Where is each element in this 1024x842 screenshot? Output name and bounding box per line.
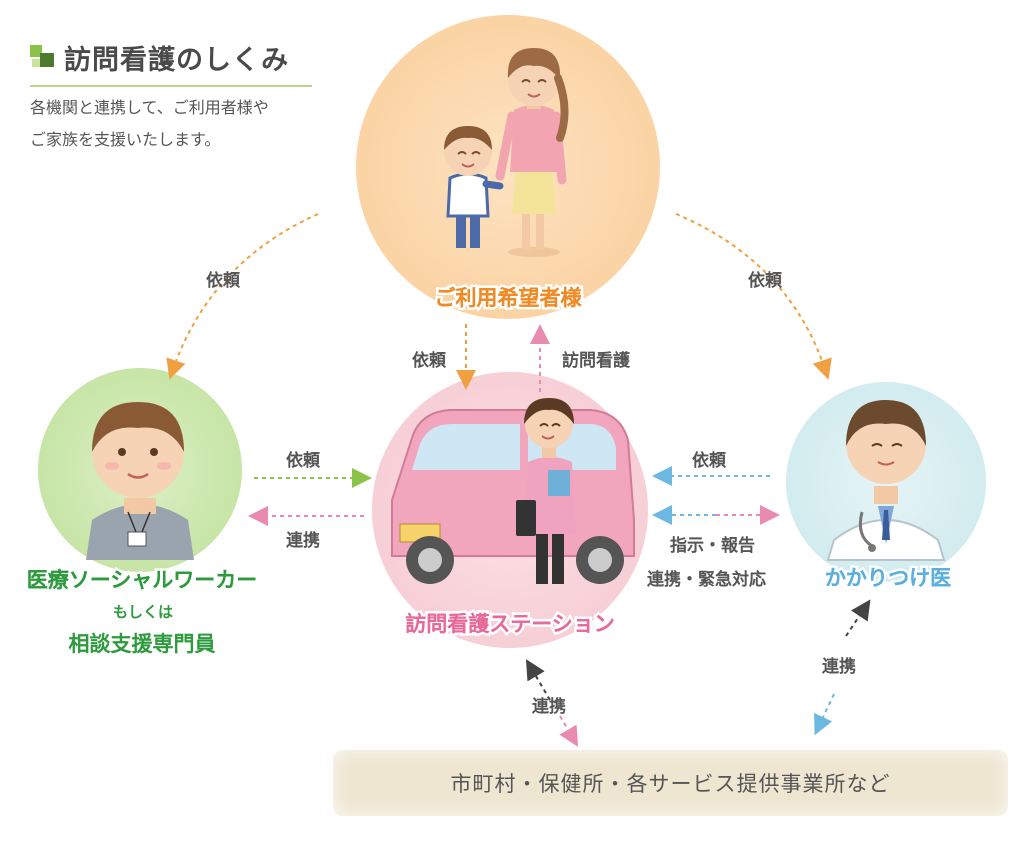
family-illustration [444,48,569,257]
node-label-station: 訪問看護ステーション [405,612,615,636]
arrow-doctor-to-agencies [814,693,835,736]
subtitle-line-1: 各機関と連携して、ご利用者様や [30,98,269,117]
arrow-user-to-doctor [675,213,832,380]
subtitle-line-2: ご家族を支援いたします。 [30,130,221,149]
edge-label-station-agencies: 連携 [532,697,566,717]
arrow-user-to-worker [166,213,319,380]
node-label-user: ご利用希望者様 [432,284,584,313]
title-squares-icon [30,44,56,71]
node-label-user-fill: ご利用希望者様 [434,286,582,310]
worker-illustration [86,402,194,560]
edge-label-worker-station: 依頼 [286,451,320,471]
arrow-agencies-to-doctor [845,599,871,637]
page-title: 訪問看護のしくみ [30,38,312,77]
edge-label-user-doctor: 依頼 [748,271,782,291]
arrow-station-to-agencies [559,715,579,747]
node-label-worker-2: 相談支援専門員 [68,632,216,656]
node-label-doctor-outline: かかりつけ医 [822,564,953,593]
user-circle [356,15,660,319]
page-title-text: 訪問看護のしくみ [64,45,290,76]
edge-label-station-user: 訪問看護 [562,351,630,371]
agencies-box [333,750,1008,816]
edge-label-instruction-report: 指示・報告 [670,536,755,556]
header: 訪問看護のしくみ [30,38,312,87]
subtitle: 各機関と連携して、ご利用者様や ご家族を支援いたします。 [30,92,330,156]
edge-label-doctor-station: 依頼 [692,451,726,471]
edge-label-station-worker: 連携 [286,531,320,551]
arrow-agencies-to-station [525,659,551,701]
edge-label-doctor-agencies: 連携 [822,657,856,677]
node-label-station-outline: 訪問看護ステーション [403,610,618,639]
edge-label-emergency: 連携・緊急対応 [647,570,766,590]
node-label-doctor: かかりつけ医 [824,566,952,590]
agencies-label: 市町村・保健所・各サービス提供事業所など [450,772,891,796]
node-label-worker-outline: 医療ソーシャルワーカー [24,566,260,595]
edge-label-user-worker: 依頼 [206,271,240,291]
node-label-worker: 医療ソーシャルワーカー [26,568,258,592]
doctor-illustration [826,400,946,561]
station-illustration [391,398,635,584]
node-label-worker-sub: もしくは [112,603,173,621]
edge-label-user-station: 依頼 [412,351,446,371]
title-underline [30,85,312,87]
